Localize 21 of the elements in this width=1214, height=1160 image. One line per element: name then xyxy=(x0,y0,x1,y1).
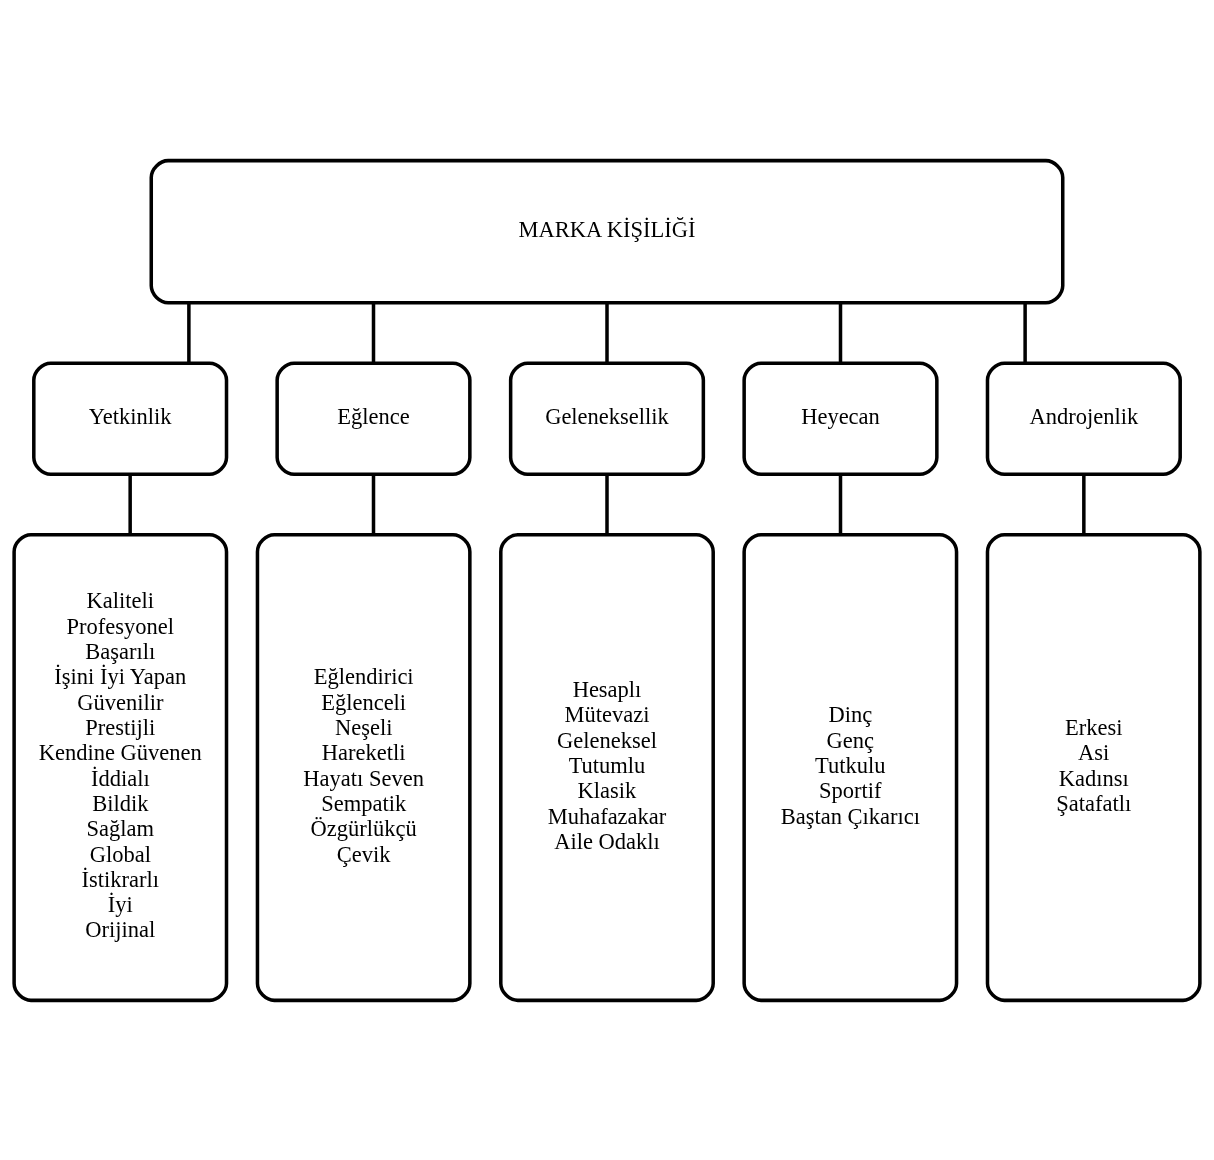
node-box: Eğlence xyxy=(275,360,472,476)
connector xyxy=(1023,302,1027,363)
node-box: Yetkinlik xyxy=(32,360,229,476)
node-box: Heyecan xyxy=(742,360,939,476)
connector xyxy=(838,473,843,535)
connector xyxy=(371,473,376,535)
connector xyxy=(605,302,609,363)
node-box: MARKA KİŞİLİĞİ xyxy=(149,158,1065,304)
connector xyxy=(605,473,609,535)
node-box: Androjenlik xyxy=(985,360,1182,476)
connector xyxy=(371,302,376,363)
node-box: Dinç Genç Tutkulu Sportif Baştan Çıkarıcı xyxy=(742,532,959,1002)
node-box: Geleneksellik xyxy=(508,360,706,476)
node-box: Erkesi Asi Kadınsı Şatafatlı xyxy=(985,532,1202,1002)
connector xyxy=(838,302,843,363)
connector xyxy=(128,473,132,535)
node-box: Hesaplı Mütevazi Geleneksel Tutumlu Klasik Muhafazakar Aile Odaklı xyxy=(499,532,715,1002)
connector xyxy=(1082,473,1086,535)
connector xyxy=(187,302,191,363)
node-box: Eğlendirici Eğlenceli Neşeli Hareketli Hayatı Seven Sempatik Özgürlükçü Çevik xyxy=(255,532,472,1002)
node-box: Kaliteli Profesyonel Başarılı İşini İyi Yapan Güvenilir Prestijli Kendine Güvenen İddialı Bildik Sağlam Global İstikrarlı İyi Orijinal xyxy=(12,532,229,1002)
